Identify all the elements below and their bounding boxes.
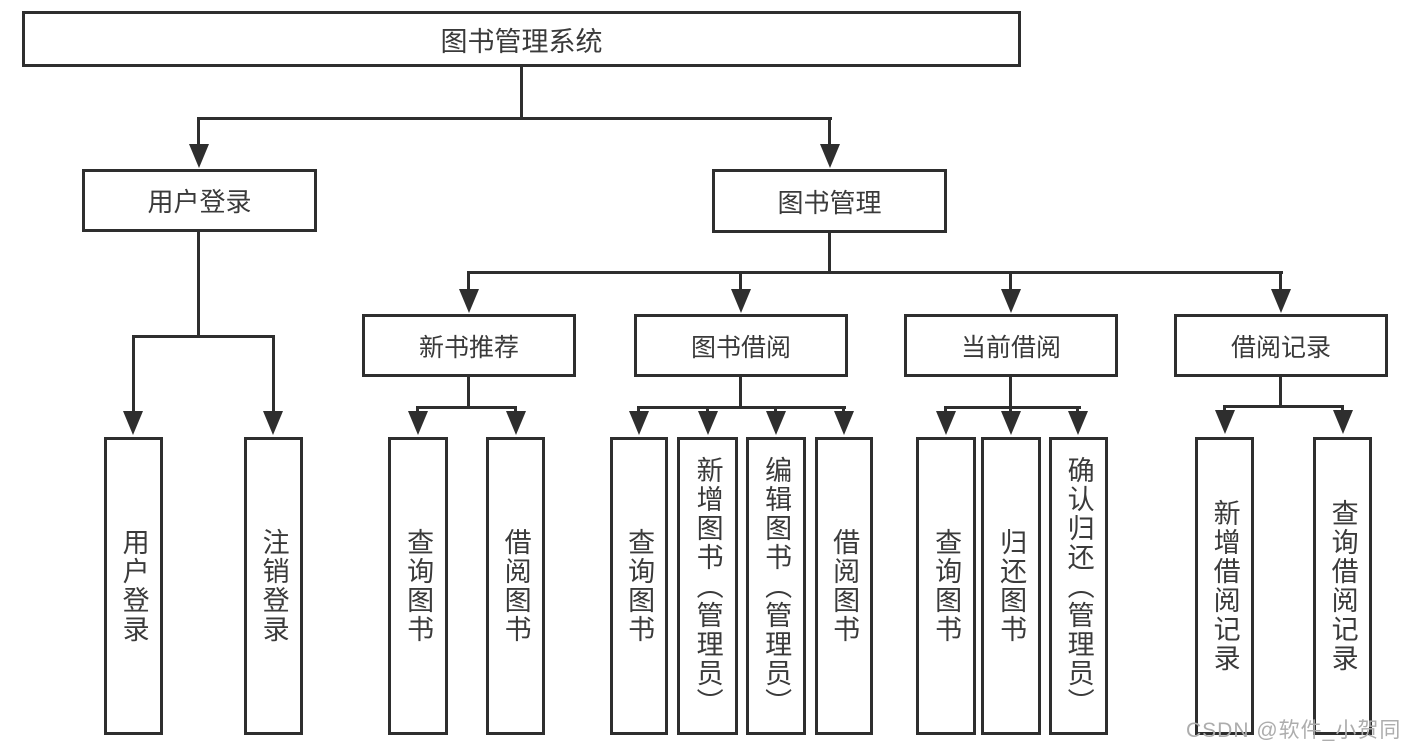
leaf-query-books-current: 查询图书 [916,437,976,735]
leaf-return-book: 归还图书 [981,437,1041,735]
node-user-login-label: 用户登录 [147,187,252,217]
connector-level1-split [197,117,832,120]
node-borrow-record-label: 借阅记录 [1230,333,1331,362]
connector-to-user-login [197,118,200,148]
connector-to-new-book [467,271,470,293]
leaf-query-books-current-label: 查询图书 [931,528,962,644]
connector-book-borrow-split [637,406,846,409]
arrow-down-icon [189,144,209,168]
arrow-down-icon [731,289,751,313]
node-root: 图书管理系统 [22,11,1021,67]
csdn-watermark: CSDN @软件_小贺同学 [1186,719,1402,742]
leaf-query-books-borrow: 查询图书 [610,437,668,735]
leaf-query-books-recommend: 查询图书 [388,437,448,735]
arrow-down-icon [459,289,479,313]
arrow-down-icon [834,411,854,435]
connector-new-book-split [416,406,517,409]
node-book-borrow: 图书借阅 [634,314,848,377]
leaf-add-borrow-record-label: 新增借阅记录 [1209,499,1240,673]
connector-new-book-stub [467,377,470,409]
leaf-confirm-return-admin-label: 确认归还（管理员） [1063,455,1094,717]
node-borrow-record: 借阅记录 [1174,314,1388,377]
connector-to-current-borrow [1009,271,1012,293]
connector-to-book-borrow [739,271,742,293]
leaf-borrow-books-borrow: 借阅图书 [815,437,873,735]
node-book-management-label: 图书管理 [777,187,882,218]
arrow-down-icon [698,411,718,435]
leaf-confirm-return-admin: 确认归还（管理员） [1049,437,1108,735]
connector-borrow-record-stub [1279,377,1282,407]
node-book-management: 图书管理 [712,169,947,233]
arrow-down-icon [506,411,526,435]
arrow-down-icon [123,411,143,435]
connector-to-book-management [828,118,831,148]
leaf-edit-book-admin-label: 编辑图书（管理员） [761,455,792,717]
node-root-label: 图书管理系统 [440,26,603,57]
node-new-book-recommend-label: 新书推荐 [418,333,519,362]
leaf-query-books-recommend-label: 查询图书 [403,528,434,644]
connector-current-borrow-split [944,406,1081,409]
leaf-query-borrow-record: 查询借阅记录 [1313,437,1372,735]
connector-to-borrow-record [1279,271,1282,293]
connector-current-borrow-stub [1009,377,1012,409]
connector-to-leaf-logout [272,335,275,413]
leaf-logout-label: 注销登录 [258,528,289,644]
connector-to-leaf-user-login [132,335,135,413]
leaf-add-book-admin: 新增图书（管理员） [677,437,738,735]
connector-book-borrow-stub [739,377,742,409]
node-user-login: 用户登录 [82,169,317,232]
leaf-query-borrow-record-label: 查询借阅记录 [1327,499,1358,673]
connector-root-stub [520,67,523,118]
leaf-borrow-books-recommend: 借阅图书 [486,437,545,735]
arrow-down-icon [263,411,283,435]
arrow-down-icon [408,411,428,435]
leaf-edit-book-admin: 编辑图书（管理员） [746,437,806,735]
leaf-add-book-admin-label: 新增图书（管理员） [692,455,723,717]
node-book-borrow-label: 图书借阅 [690,333,791,362]
arrow-down-icon [1271,289,1291,313]
leaf-query-books-borrow-label: 查询图书 [624,528,655,644]
arrow-down-icon [766,411,786,435]
arrow-down-icon [1068,411,1088,435]
connector-user-login-split [132,335,275,338]
arrow-down-icon [820,144,840,168]
leaf-add-borrow-record: 新增借阅记录 [1195,437,1254,735]
leaf-return-book-label: 归还图书 [996,528,1027,644]
arrow-down-icon [936,411,956,435]
leaf-user-login-label: 用户登录 [118,528,149,644]
leaf-user-login: 用户登录 [104,437,163,735]
connector-level3-split [467,271,1283,274]
arrow-down-icon [1333,410,1353,434]
leaf-borrow-books-borrow-label: 借阅图书 [829,528,860,644]
node-current-borrow: 当前借阅 [904,314,1118,377]
connector-book-management-stub [828,233,831,272]
node-current-borrow-label: 当前借阅 [960,333,1061,362]
arrow-down-icon [1001,411,1021,435]
arrow-down-icon [1001,289,1021,313]
connector-user-login-stub [197,232,200,336]
leaf-logout: 注销登录 [244,437,303,735]
arrow-down-icon [1215,410,1235,434]
connector-borrow-record-split [1223,405,1344,408]
leaf-borrow-books-recommend-label: 借阅图书 [500,528,531,644]
arrow-down-icon [629,411,649,435]
node-new-book-recommend: 新书推荐 [362,314,576,377]
